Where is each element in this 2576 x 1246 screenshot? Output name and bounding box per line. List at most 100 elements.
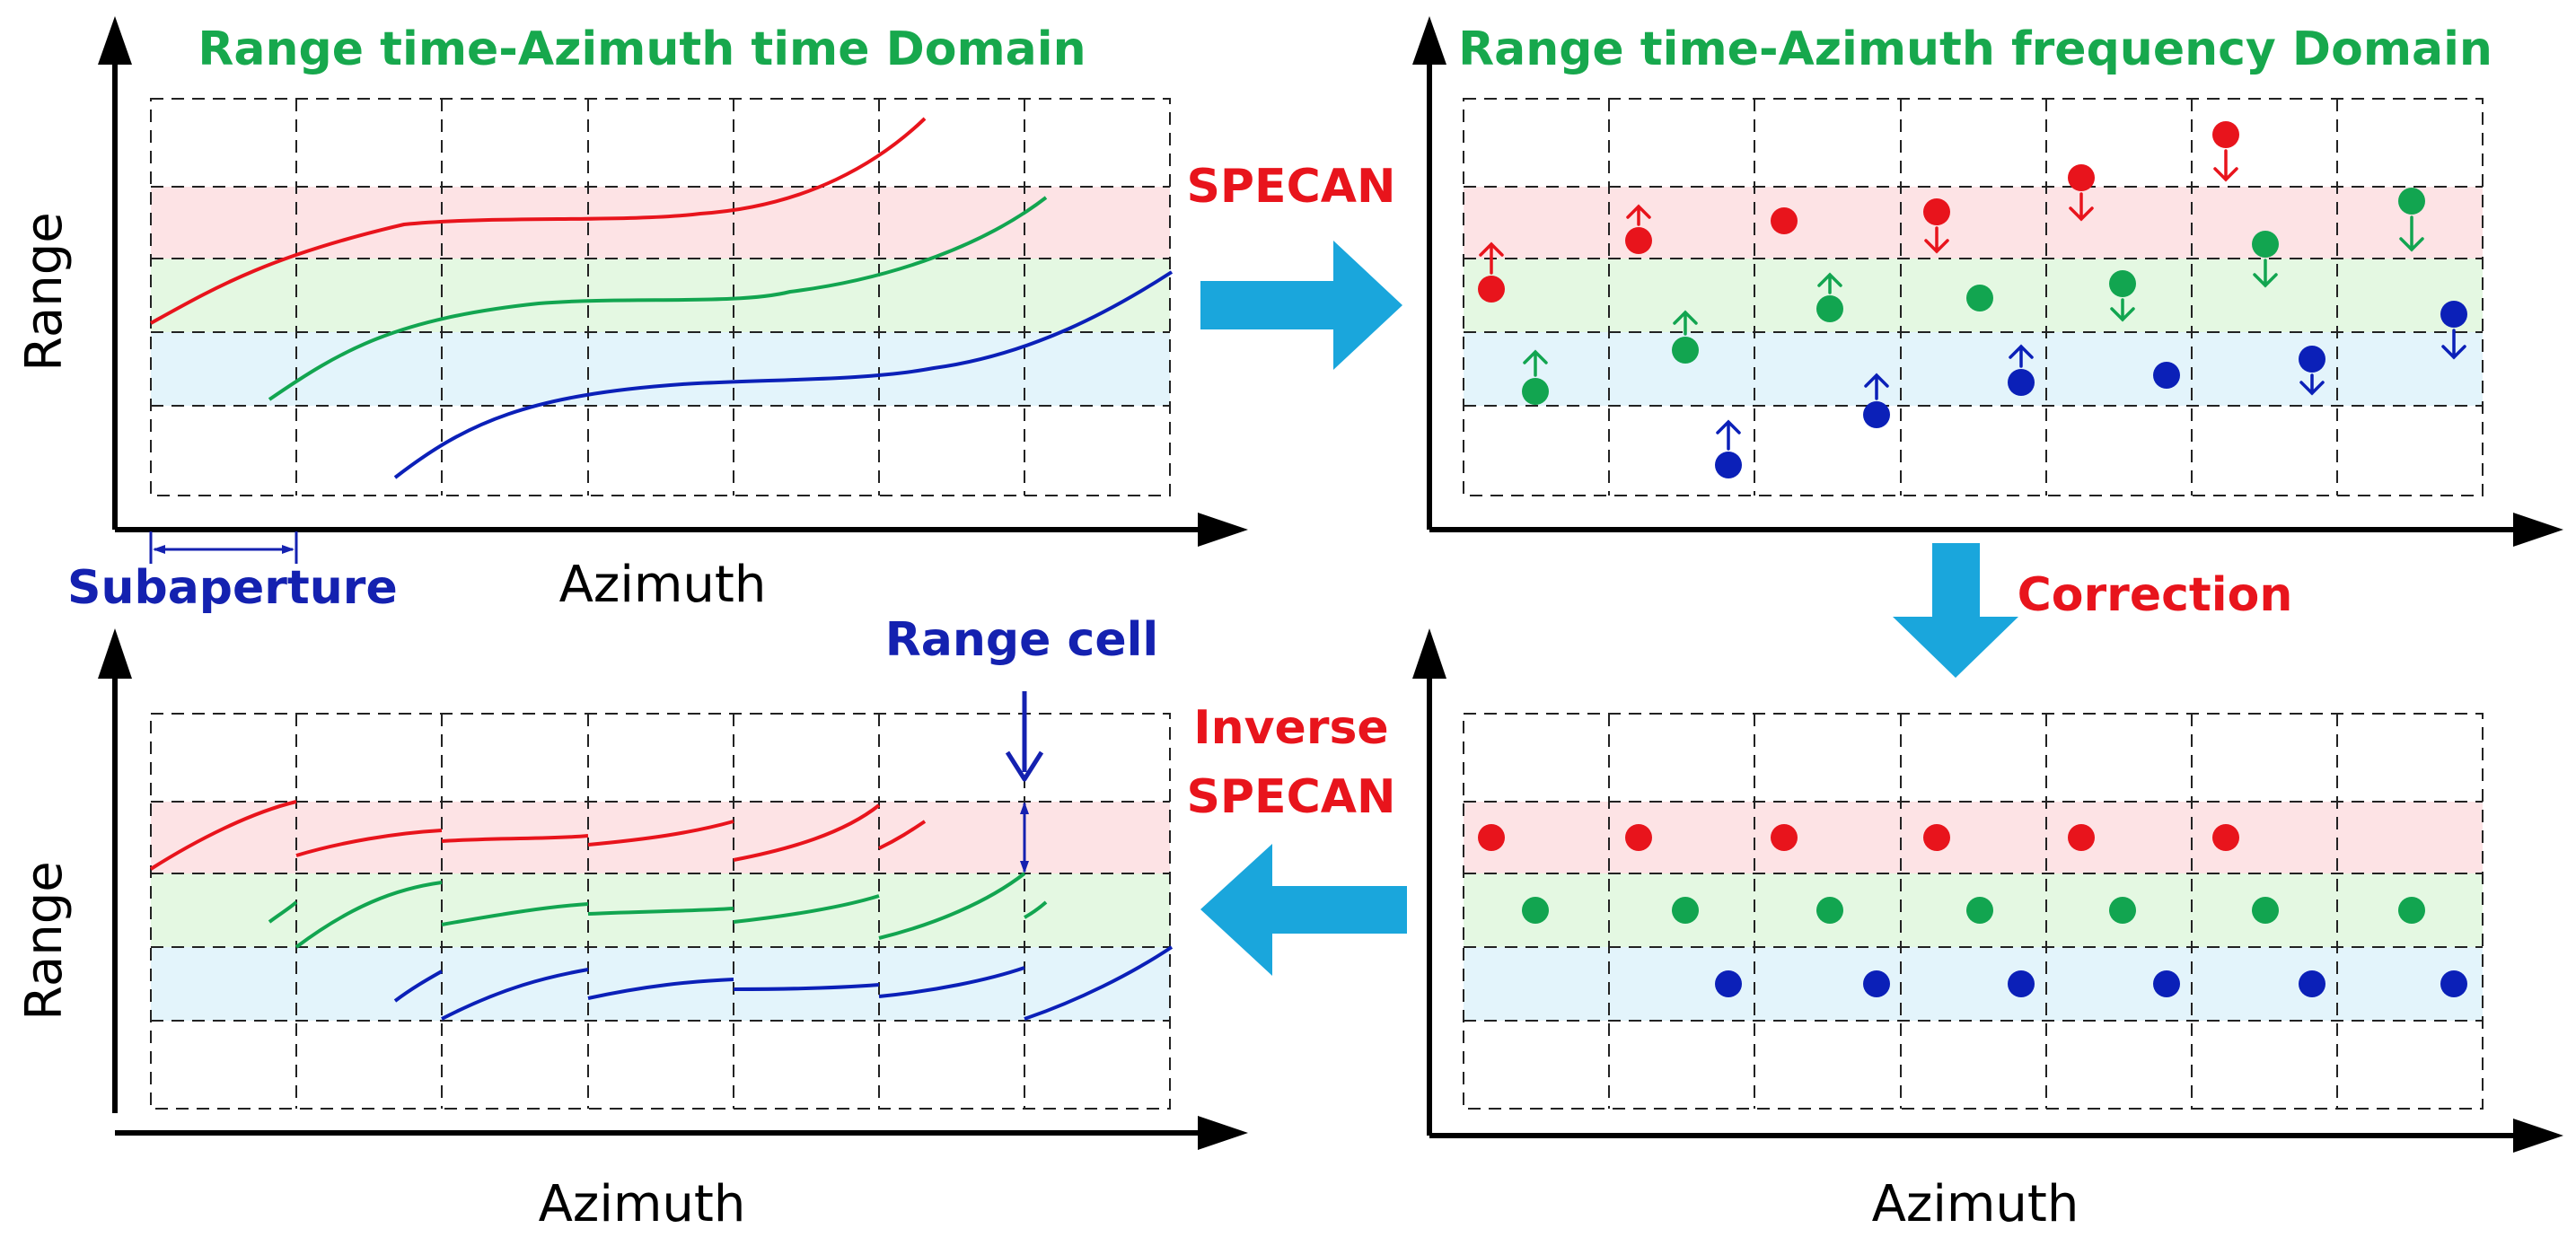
band-blue [1464, 947, 2483, 1021]
grid [150, 98, 1171, 496]
shifted-dots [1478, 121, 2467, 478]
dot-green [1816, 272, 1843, 322]
band-blue [151, 332, 1170, 406]
dot-blue [2440, 970, 2467, 997]
band-blue [1464, 332, 2483, 406]
dot-green [2109, 897, 2136, 924]
down-arrow-icon [1893, 543, 2018, 678]
dot-red [2068, 164, 2095, 222]
segment-blue [878, 966, 1025, 998]
segment-green [268, 900, 298, 924]
dot-red [2068, 824, 2095, 851]
segment-red [878, 820, 927, 850]
panel-time-domain: Range time-Azimuth time Domain Range Azi… [15, 16, 1248, 615]
panel-corrected: Azimuth [1412, 628, 2563, 1233]
segment-red [441, 834, 589, 843]
dot-red [1923, 824, 1950, 851]
dot-green [1522, 349, 1549, 405]
dot-blue [1715, 419, 1742, 478]
correction-label: Correction [2018, 568, 2293, 622]
band-red [1464, 187, 2483, 259]
dot-blue [2440, 301, 2467, 360]
grid [1463, 98, 2484, 496]
transition-specan: SPECAN [1186, 160, 1402, 370]
dot-red [1478, 824, 1505, 851]
dot-green [1966, 285, 1993, 312]
inverse-specan-label: SPECAN [1186, 770, 1395, 824]
band-green [151, 259, 1170, 332]
left-arrow-icon [1200, 844, 1407, 976]
dot-blue [1863, 970, 1890, 997]
dot-blue [2008, 344, 2035, 396]
subaperture-marker [149, 531, 298, 564]
title-tl: Range time-Azimuth time Domain [198, 22, 1086, 76]
dot-red [1625, 824, 1652, 851]
segment-blue [587, 978, 734, 1000]
dot-red [1478, 241, 1505, 303]
segment-red [295, 829, 443, 857]
dot-blue [1863, 373, 1890, 428]
dot-green [2398, 897, 2425, 924]
range-cell-marker [1005, 691, 1044, 873]
axes [1412, 16, 2563, 547]
segment-green [733, 894, 880, 924]
transition-correction: Correction [1893, 543, 2292, 678]
curve-blue [393, 270, 1174, 479]
dot-green [1966, 897, 1993, 924]
curve-green [268, 196, 1048, 401]
right-arrow-icon [1200, 241, 1402, 370]
grid [150, 713, 1171, 1110]
dot-green [1672, 310, 1699, 364]
segment-blue [733, 983, 880, 991]
specan-label: SPECAN [1186, 160, 1395, 214]
axis-label-azimuth-br: Azimuth [1872, 1175, 2079, 1233]
segment-red [733, 803, 881, 862]
grid [1463, 713, 2484, 1110]
band-red [151, 187, 1170, 259]
dot-red [2212, 121, 2239, 182]
dot-green [1672, 897, 1699, 924]
dot-green [2252, 231, 2279, 288]
band-red [1464, 802, 2483, 873]
inverse-label: Inverse [1193, 701, 1388, 755]
segment-red [587, 820, 734, 847]
dot-red [1625, 204, 1652, 254]
segment-green [1024, 900, 1048, 919]
dot-green [2109, 270, 2136, 322]
segment-red [149, 800, 297, 871]
dot-blue [2153, 362, 2180, 389]
subaperture-label: Subaperture [67, 561, 398, 615]
segment-blue [393, 970, 443, 1003]
segment-green [878, 872, 1026, 940]
dot-green [1522, 897, 1549, 924]
axes [1412, 628, 2563, 1153]
segment-green [441, 902, 589, 926]
axis-label-azimuth-bl: Azimuth [539, 1175, 746, 1233]
axes [98, 16, 1248, 547]
curve-red [150, 117, 927, 325]
dot-red [1923, 198, 1950, 254]
dot-blue [2299, 346, 2325, 396]
dot-blue [2299, 970, 2325, 997]
dot-green [2398, 188, 2425, 252]
segment-green [295, 881, 443, 949]
dot-green [2252, 897, 2279, 924]
axis-label-range-tl: Range [15, 212, 74, 372]
transition-inverse-specan: Inverse SPECAN [1186, 701, 1407, 976]
segment-green [587, 907, 734, 916]
dot-blue [2153, 970, 2180, 997]
dot-blue [2008, 970, 2035, 997]
axes [98, 628, 1248, 1150]
segment-blue [441, 968, 589, 1021]
curves [150, 117, 1174, 479]
aligned-dots [1478, 824, 2467, 997]
segmented-curves [149, 800, 1174, 1021]
segment-blue [1024, 945, 1174, 1021]
dot-green [1816, 897, 1843, 924]
panel-frequency-domain: Range time-Azimuth frequency Domain [1412, 16, 2563, 547]
axis-label-range-bl: Range [15, 861, 74, 1021]
axis-label-azimuth-tl: Azimuth [559, 556, 767, 614]
band-blue [151, 947, 1170, 1021]
dot-blue [1715, 970, 1742, 997]
